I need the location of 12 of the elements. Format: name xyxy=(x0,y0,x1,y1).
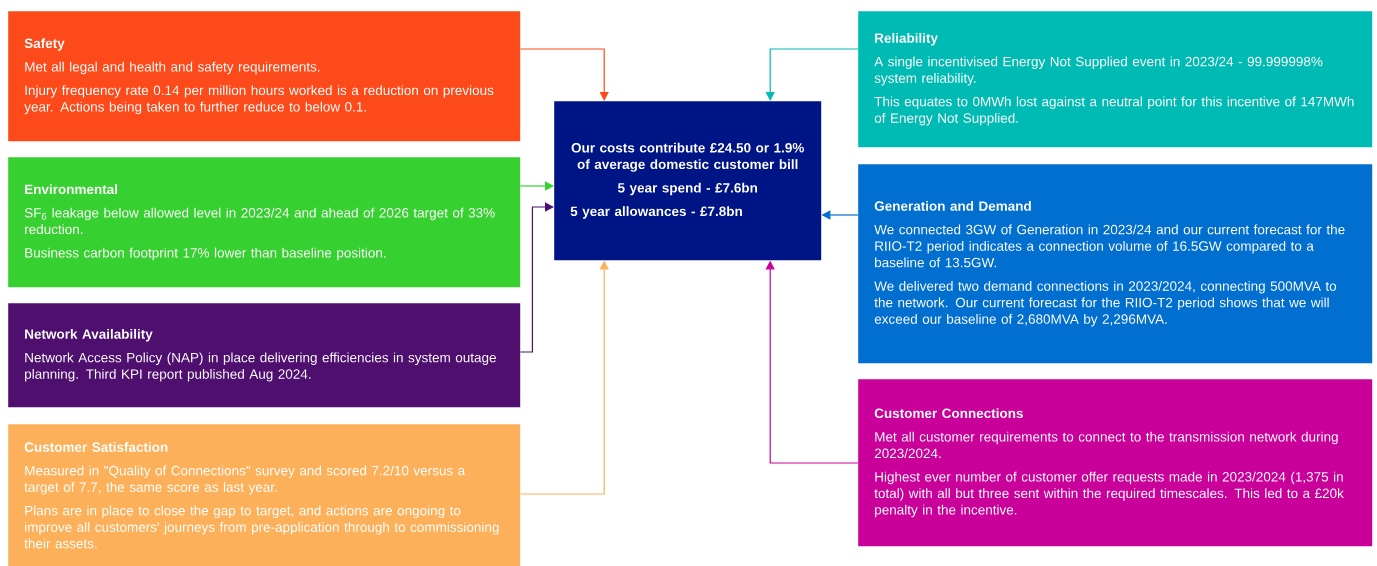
info-box: Customer Connections Met all customer requirements to connect to the transmission network during 2023/2024. Highest ever number of customer offer requests made in 2023/2024 (1,375 in total) with all but three sent within the required timescales. This led to a £20k penalty in the incentive. xyxy=(858,379,1373,547)
arrow xyxy=(765,48,859,101)
info-box: Environmental SF$_{6}$ leakage below allowed level in 2023/24 and ahead of 2026 target of 33% reduction. Business carbon footprint 17% lower than baseline position. xyxy=(8,157,521,288)
info-box: Reliability A single incentivised Energy Not Supplied event in 2023/24 - 99.999998% system reliability. This equates to 0MWh lost against a neutral point for this incentive of 147MWh of Energy Not Supplied. xyxy=(858,11,1373,148)
info-box: Safety Met all legal and health and safety requirements. Injury frequency rate 0.14 per million hours worked is a reduction on previous year. Actions being taken to further reduce to below 0.1. xyxy=(8,11,521,142)
arrow xyxy=(519,181,554,191)
info-box: Generation and Demand We connected 3GW of Generation in 2023/24 and our current forecast for the RIIO-T2 period indicates a connection volume of 16.5GW compared to a baseline of 13.5GW. We delivered two demand connections in 2023/2024, connecting 500MVA to the network. Our current forecast for the RIIO-T2 period shows that we will exceed our baseline of 2,680MVA by 2,296MVA. xyxy=(858,164,1373,364)
arrow xyxy=(519,202,554,353)
info-box: Network Availability Network Access Policy (NAP) in place delivering efficiencies in system outage planning. Third KPI report published Aug 2024. xyxy=(8,303,521,408)
arrow xyxy=(519,48,609,101)
info-box: Customer Satisfaction Measured in "Quality of Connections" survey and scored 7.2/10 versus a target of 7.7, the same score as last year. Plans are in place to close the gap to target, and actions are ongoing to improve all customers' journeys from pre-application through to commissioning their assets. xyxy=(8,424,521,566)
summary-box: Our costs contribute £24.50 or 1.9% of average domestic customer bill 5 year spend - £7.6bn 5 year allowances - £7.8bn xyxy=(554,101,822,261)
